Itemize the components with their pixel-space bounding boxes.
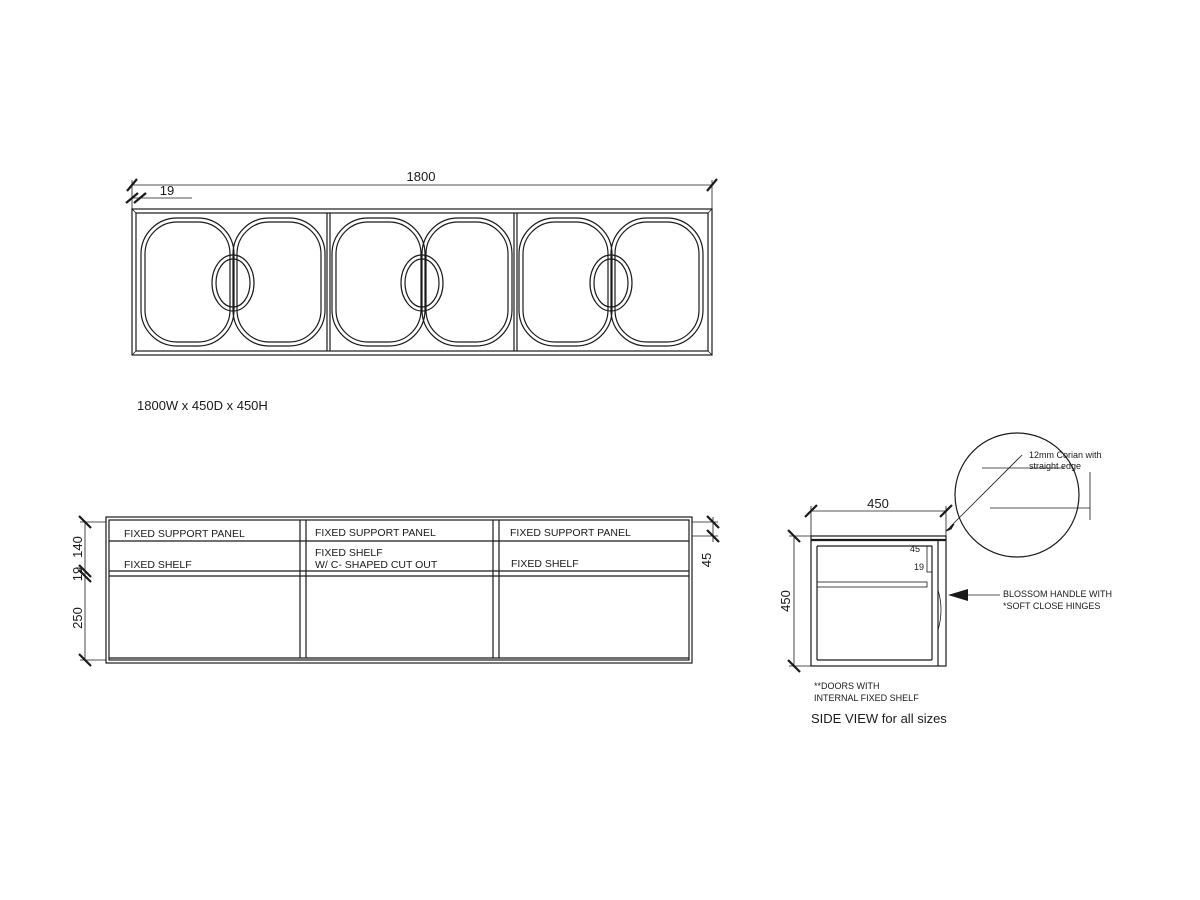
width-dimension-label: 1800 bbox=[407, 169, 436, 184]
support-panel bbox=[926, 545, 933, 573]
size-caption: 1800W x 450D x 450H bbox=[137, 398, 268, 413]
dim-tick bbox=[78, 569, 92, 583]
dim-140-label: 140 bbox=[70, 536, 85, 558]
blossom-handle-ring bbox=[589, 254, 633, 312]
side-dim-45-label: 45 bbox=[910, 544, 920, 554]
detail-circle bbox=[954, 432, 1080, 558]
shelf-label: FIXED SHELF bbox=[124, 559, 192, 571]
handle-profile bbox=[937, 589, 942, 631]
door-panel-right bbox=[421, 217, 513, 347]
shelf-cutout-label: W/ C- SHAPED CUT OUT bbox=[315, 559, 438, 571]
detail-leader bbox=[949, 454, 1023, 528]
internal-shelf bbox=[816, 581, 928, 588]
door-panel-right bbox=[610, 217, 704, 347]
internal-section: FIXED SUPPORT PANEL FIXED SUPPORT PANEL … bbox=[70, 515, 720, 667]
door-3 bbox=[518, 217, 704, 347]
frame-dimension-label: 19 bbox=[160, 183, 174, 198]
shelf-cutout-label: FIXED SHELF bbox=[315, 547, 383, 559]
front-elevation: 1800 19 bbox=[125, 169, 718, 413]
section-outer-frame bbox=[105, 516, 693, 664]
dim-tick bbox=[706, 529, 720, 543]
handle-note: *SOFT CLOSE HINGES bbox=[1003, 601, 1100, 611]
handle-note: BLOSSOM HANDLE WITH bbox=[1003, 589, 1112, 599]
dim-tick bbox=[78, 515, 92, 529]
cabinet-outer-frame bbox=[131, 208, 713, 356]
door-panel-left bbox=[331, 217, 426, 347]
doors-note: **DOORS WITH bbox=[814, 681, 880, 691]
dim-tick bbox=[787, 529, 801, 543]
detail-note: straight edge bbox=[1029, 461, 1081, 471]
door-panel-left bbox=[518, 217, 613, 347]
door-1 bbox=[140, 217, 326, 347]
side-dim-19-label: 19 bbox=[914, 562, 924, 572]
door-panel-left bbox=[140, 217, 235, 347]
support-panel-label: FIXED SUPPORT PANEL bbox=[315, 527, 436, 539]
dim-tick bbox=[939, 504, 953, 518]
dim-tick bbox=[78, 564, 92, 578]
dim-45-label: 45 bbox=[699, 553, 714, 567]
side-view-caption: SIDE VIEW for all sizes bbox=[811, 711, 947, 726]
dim-19-label: 19 bbox=[70, 567, 85, 581]
doors-note: INTERNAL FIXED SHELF bbox=[814, 693, 919, 703]
arrow-icon bbox=[948, 589, 968, 601]
dim-tick bbox=[78, 653, 92, 667]
dim-tick bbox=[787, 659, 801, 673]
shelf-label: FIXED SHELF bbox=[511, 558, 579, 570]
support-panel-label: FIXED SUPPORT PANEL bbox=[510, 527, 631, 539]
dim-tick bbox=[706, 515, 720, 529]
door-panel-right bbox=[232, 217, 326, 347]
side-carcass bbox=[810, 535, 947, 667]
depth-label: 450 bbox=[867, 496, 889, 511]
detail-note: 12mm Corian with bbox=[1029, 450, 1102, 460]
dim-250-label: 250 bbox=[70, 607, 85, 629]
dim-tick bbox=[133, 192, 147, 204]
door-2 bbox=[331, 217, 513, 347]
support-panel-label: FIXED SUPPORT PANEL bbox=[124, 528, 245, 540]
dim-tick bbox=[804, 504, 818, 518]
dim-tick bbox=[125, 192, 139, 204]
blossom-handle-ring bbox=[211, 254, 255, 312]
cabinet-inner-frame bbox=[135, 212, 709, 352]
side-view: 450 450 45 19 12mm Corian with straight … bbox=[778, 432, 1112, 726]
blossom-handle-ring bbox=[400, 254, 444, 312]
side-height-label: 450 bbox=[778, 590, 793, 612]
